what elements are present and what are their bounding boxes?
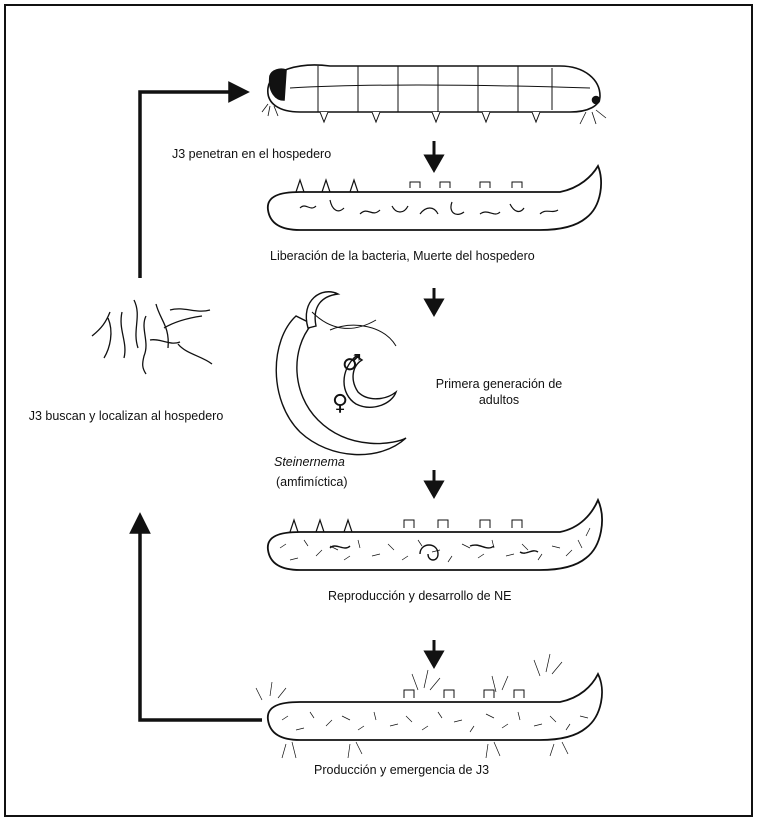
label-genus: Steinernema — [274, 454, 345, 470]
label-penetration: J3 penetran en el hospedero — [172, 146, 331, 162]
j3-juveniles — [92, 300, 212, 374]
larva-bacteria-release — [268, 166, 601, 230]
label-bacteria-release: Liberación de la bacteria, Muerte del ho… — [270, 248, 535, 264]
larva-emergence — [256, 654, 602, 758]
male-symbol: ♂ — [342, 351, 362, 376]
label-mode: (amfimíctica) — [276, 474, 348, 490]
larva-reproduction — [268, 500, 602, 570]
label-first-generation: Primera generación de adultos — [424, 376, 574, 408]
label-search: J3 buscan y localizan al hospedero — [26, 408, 226, 424]
label-reproduction: Reproducción y desarrollo de NE — [328, 588, 511, 604]
female-symbol: ♀ — [332, 391, 348, 416]
host-caterpillar — [262, 65, 606, 124]
cycle-arrows — [132, 84, 262, 720]
label-production: Producción y emergencia de J3 — [314, 762, 489, 778]
